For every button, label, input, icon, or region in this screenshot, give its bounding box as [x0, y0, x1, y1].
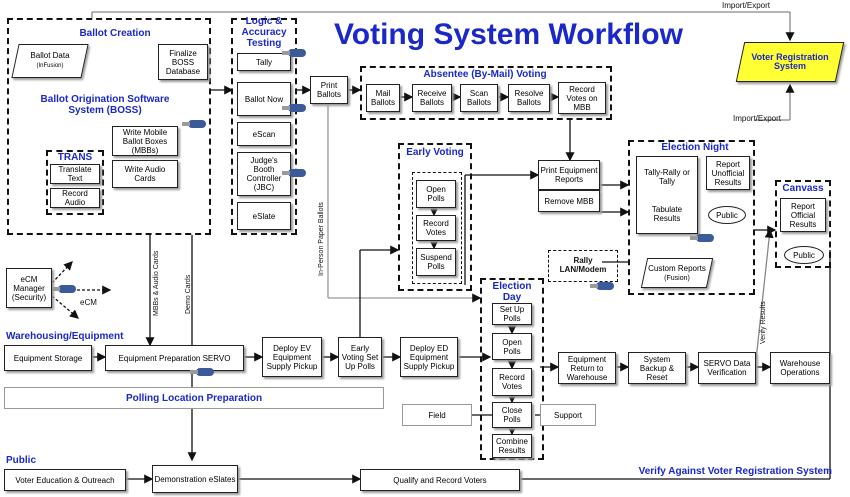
absentee-region [360, 66, 612, 120]
pen-device-icon [590, 282, 614, 290]
logic-ballot-now: Ballot Now [237, 82, 291, 116]
rally-region [548, 250, 618, 282]
import-export-label-top: Import/Export [722, 1, 771, 10]
absentee-scan: Scan Ballots [460, 84, 498, 112]
warehousing-title: Warehousing/Equipment [6, 331, 124, 342]
voter-registration-system: Voter Registration System [735, 42, 845, 82]
ed-close-polls: Close Polls [492, 402, 532, 428]
election-day-region [480, 278, 544, 460]
canvass-title: Canvass [782, 183, 824, 194]
election-day-title: Election Day [492, 281, 532, 303]
absentee-mail: Mail Ballots [366, 84, 400, 112]
equipment-storage: Equipment Storage [4, 345, 92, 371]
system-backup-reset: System Backup & Reset [628, 352, 686, 384]
in-person-paper-ballots-label: In-Person Paper Ballots [318, 202, 325, 276]
logic-accuracy-region [231, 18, 297, 235]
ev-open-polls: Open Polls [416, 180, 456, 208]
polling-location-preparation: Polling Location Preparation [4, 387, 384, 409]
finalize-boss-database: Finalize BOSS Database [158, 44, 208, 80]
ev-set-up-polls: Early Voting Set Up Polls [338, 337, 382, 377]
page-title: Voting System Workflow [334, 18, 683, 51]
ed-set-up-polls: Set Up Polls [492, 303, 532, 325]
ev-suspend-polls: Suspend Polls [416, 248, 456, 276]
report-unofficial-results: Report Unofficial Results [706, 156, 750, 190]
ed-open-polls: Open Polls [492, 333, 532, 360]
early-voting-inner [412, 172, 462, 284]
demonstration-eslates: Demonstration eSlates [152, 465, 238, 493]
tally-rally-box: Tally-Rally or Tally Tabulate Results [636, 156, 698, 234]
deploy-ed: Deploy ED Equipment Supply Pickup [400, 337, 458, 377]
deploy-ev: Deploy EV Equipment Supply Pickup [262, 337, 322, 377]
early-voting-title: Early Voting [406, 147, 464, 158]
ecm-label: eCM [80, 298, 97, 307]
absentee-title: Absentee (By-Mail) Voting [423, 69, 547, 80]
servo-data-verification: SERVO Data Verification [698, 352, 756, 384]
translate-text: Translate Text [50, 164, 100, 184]
equipment-preparation: Equipment Preparation SERVO [105, 345, 244, 371]
logic-eslate: eSlate [237, 202, 291, 230]
voter-education-outreach: Voter Education & Outreach [4, 469, 126, 491]
custom-reports: Custom Reports(Fusion) [640, 258, 714, 288]
early-voting-region [398, 143, 472, 291]
field-box: Field [402, 404, 472, 426]
logic-tally: Tally [237, 53, 291, 71]
import-export-label-right: Import/Export [733, 114, 782, 123]
ed-record-votes: Record Votes [492, 368, 532, 396]
tabulate-results-label: Tabulate Results [651, 204, 683, 223]
demo-cards-label: Demo Cards [185, 274, 192, 314]
qualify-record-voters: Qualify and Record Voters [360, 469, 520, 491]
ev-record-votes: Record Votes [416, 215, 456, 241]
pen-device-icon [282, 104, 306, 112]
mbbs-audio-cards-label: MBBs & Audio Cards [153, 250, 160, 316]
election-night-region [628, 140, 755, 295]
print-equipment-reports: Print Equipment Reports [538, 160, 600, 190]
pen-device-icon [282, 49, 306, 57]
write-audio-cards: Write Audio Cards [112, 160, 178, 188]
trans-title: TRANS [57, 152, 93, 163]
election-night-public: Public [708, 206, 746, 224]
verify-against-vrs: Verify Against Voter Registration System [638, 466, 832, 477]
pen-device-icon [190, 368, 214, 376]
pen-device-icon [690, 234, 714, 242]
record-audio: Record Audio [50, 188, 100, 208]
absentee-receive: Receive Ballots [412, 84, 452, 112]
boss-title: Ballot Origination Software System (BOSS… [40, 94, 170, 116]
canvass-public: Public [784, 246, 824, 264]
absentee-resolve: Resolve Ballots [508, 84, 550, 112]
support-box: Support [540, 404, 596, 426]
public-title: Public [6, 455, 37, 466]
canvass-region [775, 180, 831, 268]
ballot-creation-region [7, 18, 211, 235]
absentee-record: Record Votes on MBB [558, 82, 606, 114]
election-night-title: Election Night [661, 142, 729, 153]
ed-combine-results: Combine Results [492, 434, 532, 458]
equipment-return: Equipment Return to Warehouse [558, 352, 616, 384]
rally-lan-modem: Rally LAN/Modem [559, 256, 607, 274]
verify-results-label: Verify Results [760, 301, 767, 344]
print-ballots: Print Ballots [310, 76, 348, 104]
remove-mbb: Remove MBB [538, 190, 600, 212]
pen-device-icon [182, 120, 206, 128]
tally-rally-label: Tally-Rally or Tally [644, 167, 690, 186]
logic-accuracy-title: Logic & Accuracy Testing [241, 16, 287, 49]
report-official-results: Report Official Results [780, 198, 826, 232]
pen-device-icon [52, 285, 76, 293]
logic-jbc: Judge's Booth Controller (JBC) [237, 152, 291, 196]
pen-device-icon [282, 169, 306, 177]
write-mbb: Write Mobile Ballot Boxes (MBBs) [112, 126, 178, 156]
ballot-creation-title: Ballot Creation [79, 28, 151, 39]
ballot-data: Ballot Data(InFusion) [11, 44, 89, 78]
trans-region [46, 150, 104, 215]
logic-escan: eScan [237, 122, 291, 146]
warehouse-operations: Warehouse Operations [770, 352, 830, 384]
ecm-manager: eCM Manager (Security) [6, 268, 52, 308]
